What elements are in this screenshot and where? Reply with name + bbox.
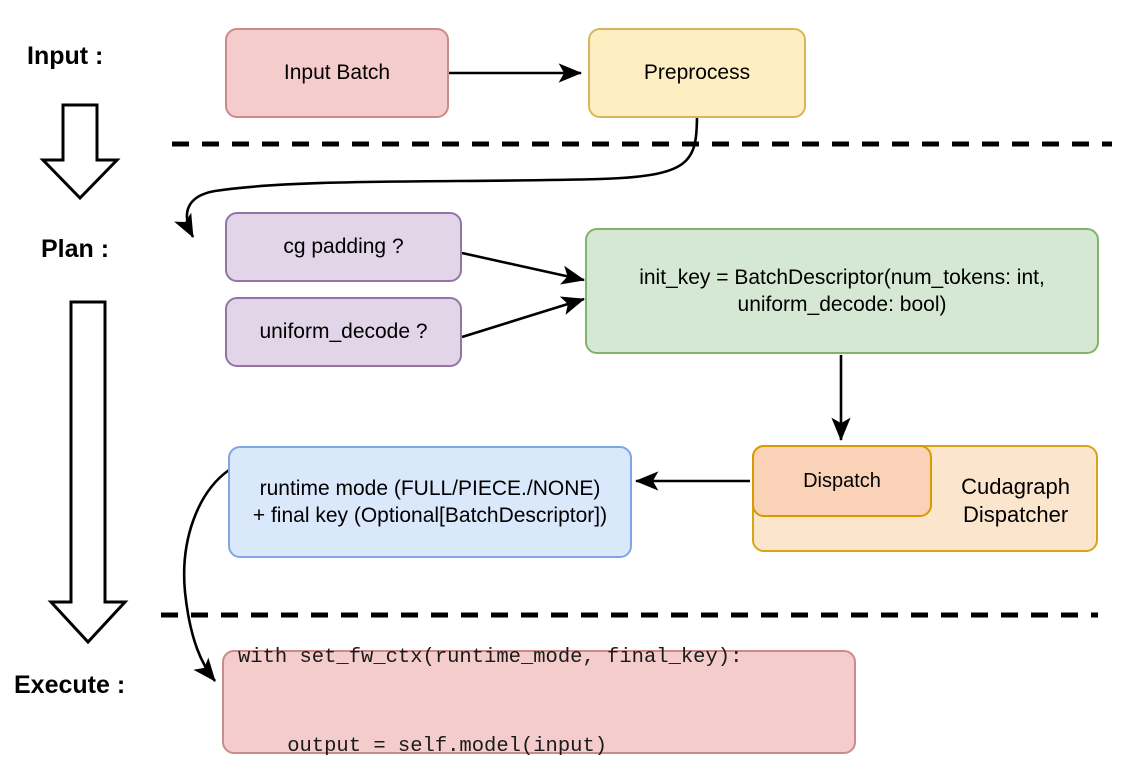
node-input-batch-label: Input Batch [283,61,391,85]
node-input-batch[interactable]: Input Batch [225,28,449,118]
edge-cg-padding-to-init-key [461,251,586,285]
stage-label-input: Input : [27,42,104,70]
node-execute-code-line-1: with set_fw_ctx(runtime_mode, final_key)… [238,645,743,669]
node-preprocess-label: Preprocess [643,61,751,85]
stage-arrow-plan-to-execute [47,300,129,645]
edge-runtime-mode-to-execute [182,468,230,682]
node-cudagraph-dispatcher-line-2: Dispatcher [962,501,1069,527]
node-dispatch-label: Dispatch [803,470,881,492]
edge-uniform-decode-to-init-key [461,296,585,339]
node-cudagraph-dispatcher-label: Cudagraph Dispatcher [961,473,1070,528]
node-init-key[interactable]: init_key = BatchDescriptor(num_tokens: i… [585,228,1099,354]
stage-arrow-input-to-plan [39,103,121,201]
node-dispatch[interactable]: Dispatch [752,445,932,517]
node-init-key-line-2: uniform_decode: bool) [737,293,947,316]
node-cg-padding-label: cg padding ? [283,235,404,259]
node-runtime-mode[interactable]: runtime mode (FULL/PIECE./NONE) + final … [228,446,632,558]
node-uniform-decode-label: uniform_decode ? [259,320,428,344]
node-execute-code-text: with set_fw_ctx(runtime_mode, final_key)… [238,583,742,770]
stage-label-plan: Plan : [41,235,110,263]
node-runtime-mode-line-1: runtime mode (FULL/PIECE./NONE) [259,476,601,500]
node-cudagraph-dispatcher-line-1: Cudagraph [961,474,1070,499]
node-execute-code-line-2: output = self.model(input) [238,734,608,758]
node-preprocess[interactable]: Preprocess [588,28,806,118]
node-execute-code[interactable]: with set_fw_ctx(runtime_mode, final_key)… [222,646,856,758]
stage-label-execute: Execute : [14,671,126,699]
node-cg-padding[interactable]: cg padding ? [225,212,462,282]
node-runtime-mode-line-2: + final key (Optional[BatchDescriptor]) [252,504,608,527]
node-init-key-line-1: init_key = BatchDescriptor(num_tokens: i… [639,265,1045,289]
node-uniform-decode[interactable]: uniform_decode ? [225,297,462,367]
